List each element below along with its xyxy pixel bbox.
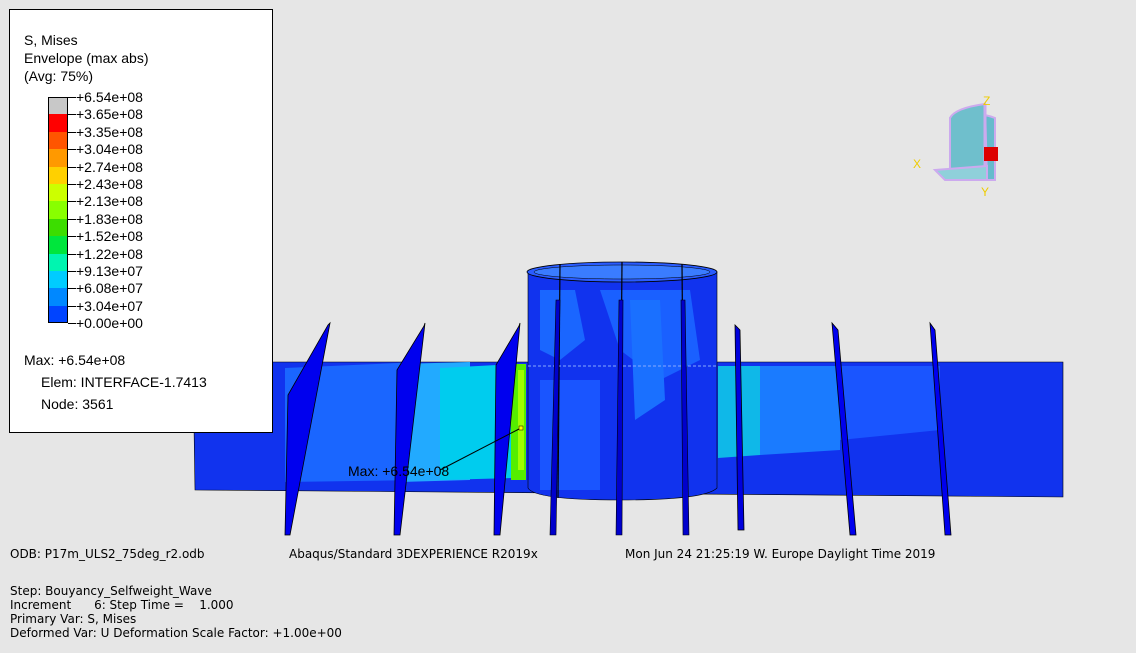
legend-tick — [68, 201, 76, 203]
legend-tick — [68, 271, 76, 272]
legend-value: +3.35e+08 — [76, 123, 143, 140]
triad-label-x: X — [913, 157, 921, 171]
legend-tick — [68, 184, 76, 185]
legend-title: S, Mises — [24, 32, 78, 48]
legend-avg: (Avg: 75%) — [24, 68, 93, 84]
legend-tick — [68, 131, 76, 133]
column-region-4 — [630, 300, 665, 420]
stiffener-fin-5 — [831, 321, 857, 536]
footer-solver: Abaqus/Standard 3DEXPERIENCE R2019x — [289, 547, 538, 561]
legend-elem: Elem: INTERFACE-1.7413 — [41, 374, 207, 390]
legend-swatch — [48, 305, 68, 324]
view-triad[interactable]: Z X Y — [905, 88, 1025, 198]
legend-value: +6.54e+08 — [76, 89, 143, 105]
legend-tick — [68, 149, 76, 151]
legend-swatch — [48, 149, 68, 167]
legend-tick — [68, 236, 76, 238]
legend-swatch — [48, 97, 68, 115]
legend-tick — [68, 253, 76, 255]
stiffener-fin-3 — [493, 322, 521, 536]
legend-swatch — [48, 253, 68, 271]
column-region-3 — [540, 380, 600, 490]
legend-value: +3.04e+08 — [76, 141, 143, 158]
footer-primary-var: Primary Var: S, Mises — [10, 612, 137, 626]
legend-tick — [68, 166, 76, 168]
legend-color-bar — [48, 97, 68, 324]
legend-subtitle: Envelope (max abs) — [24, 50, 149, 66]
legend-tick — [68, 114, 76, 116]
stiffener-fin-2 — [393, 322, 426, 536]
legend-swatch — [48, 288, 68, 306]
footer-deformed-var: Deformed Var: U Deformation Scale Factor… — [10, 626, 342, 640]
triad-red-marker — [984, 147, 998, 161]
max-annotation: Max: +6.54e+08 — [348, 463, 449, 479]
stiffener-fin-4 — [734, 324, 745, 531]
legend-value: +2.43e+08 — [76, 176, 143, 192]
legend-tick — [68, 218, 76, 220]
triad-label-y: Y — [981, 185, 989, 198]
legend-tick — [68, 97, 76, 98]
legend-node: Node: 3561 — [41, 396, 114, 412]
legend-value: +3.04e+07 — [76, 297, 143, 314]
legend-value: +3.65e+08 — [76, 106, 143, 123]
legend-swatch — [48, 184, 68, 202]
legend-value: +9.13e+07 — [76, 263, 143, 279]
footer-date: Mon Jun 24 21:25:19 W. Europe Daylight T… — [625, 547, 936, 561]
column-fin-3 — [680, 299, 690, 536]
legend-swatch — [48, 131, 68, 150]
legend-tick — [68, 323, 76, 325]
legend-swatch — [48, 166, 68, 184]
triad-label-z: Z — [983, 94, 990, 108]
legend-value: +6.08e+07 — [76, 280, 143, 297]
footer-step: Step: Bouyancy_Selfweight_Wave — [10, 584, 212, 598]
legend-tick — [68, 305, 76, 307]
legend-value: +2.74e+08 — [76, 158, 143, 175]
triad-base — [932, 164, 988, 181]
stiffener-fin-1 — [284, 321, 331, 536]
footer-increment: Increment 6: Step Time = 1.000 — [10, 598, 234, 612]
legend-swatch — [48, 271, 68, 289]
legend-swatch — [48, 218, 68, 237]
max-marker — [518, 425, 524, 431]
legend-value: +1.83e+08 — [76, 210, 143, 227]
legend-swatch — [48, 114, 68, 132]
legend-value: +1.22e+08 — [76, 245, 143, 262]
column-fin-2 — [615, 299, 624, 536]
legend-value: +2.13e+08 — [76, 193, 143, 210]
legend-swatch — [48, 236, 68, 254]
legend-value: +0.00e+00 — [76, 315, 143, 332]
plate-region-right-blue — [760, 366, 840, 455]
max-leader-line — [439, 427, 522, 471]
plate-region-mid-blue — [285, 362, 420, 482]
legend-swatch — [48, 201, 68, 219]
stiffener-fin-6 — [929, 321, 952, 536]
legend-max: Max: +6.54e+08 — [24, 352, 126, 368]
legend-tick — [68, 288, 76, 290]
plate-region-right-blue-2 — [840, 366, 940, 440]
contour-legend[interactable]: S, Mises Envelope (max abs) (Avg: 75%) +… — [9, 9, 273, 433]
column-region-1 — [540, 290, 585, 360]
plate-region-green-strip-2 — [518, 370, 524, 470]
footer-odb: ODB: P17m_ULS2_75deg_r2.odb — [10, 547, 205, 561]
column-fin-1 — [549, 299, 561, 536]
legend-value: +1.52e+08 — [76, 228, 143, 245]
